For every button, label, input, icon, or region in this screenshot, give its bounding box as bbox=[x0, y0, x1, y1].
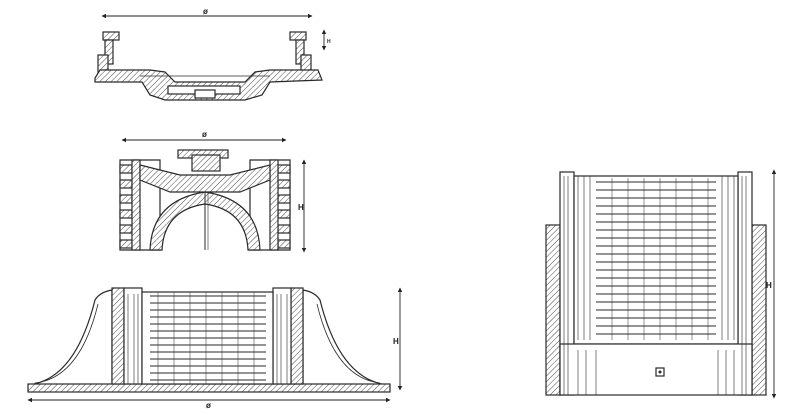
base-diameter-label: ø bbox=[206, 401, 211, 410]
base-height-label: H bbox=[393, 337, 399, 346]
cap-section-view bbox=[94, 31, 323, 101]
cap-diameter-dimension: ø bbox=[101, 7, 313, 19]
base-threads bbox=[127, 292, 288, 384]
base-diameter-dimension: ø bbox=[27, 397, 391, 410]
head-section-view bbox=[119, 149, 291, 251]
base-height-dimension: H bbox=[393, 287, 403, 391]
head-diameter-dimension: ø bbox=[121, 130, 287, 143]
extension-height-label: H bbox=[766, 281, 772, 290]
head-right-teeth bbox=[277, 164, 291, 249]
head-diameter-label: ø bbox=[202, 130, 207, 139]
extension-section-view bbox=[545, 171, 767, 396]
cap-height-label: H bbox=[327, 39, 331, 45]
head-height-dimension: H bbox=[298, 159, 307, 253]
extension-height-dimension: H bbox=[766, 169, 777, 399]
cap-diameter-label: ø bbox=[203, 7, 208, 16]
head-height-label: H bbox=[298, 203, 304, 212]
extension-threads bbox=[563, 176, 747, 395]
cap-height-dimension: H bbox=[321, 29, 331, 51]
base-section-view bbox=[27, 287, 391, 393]
